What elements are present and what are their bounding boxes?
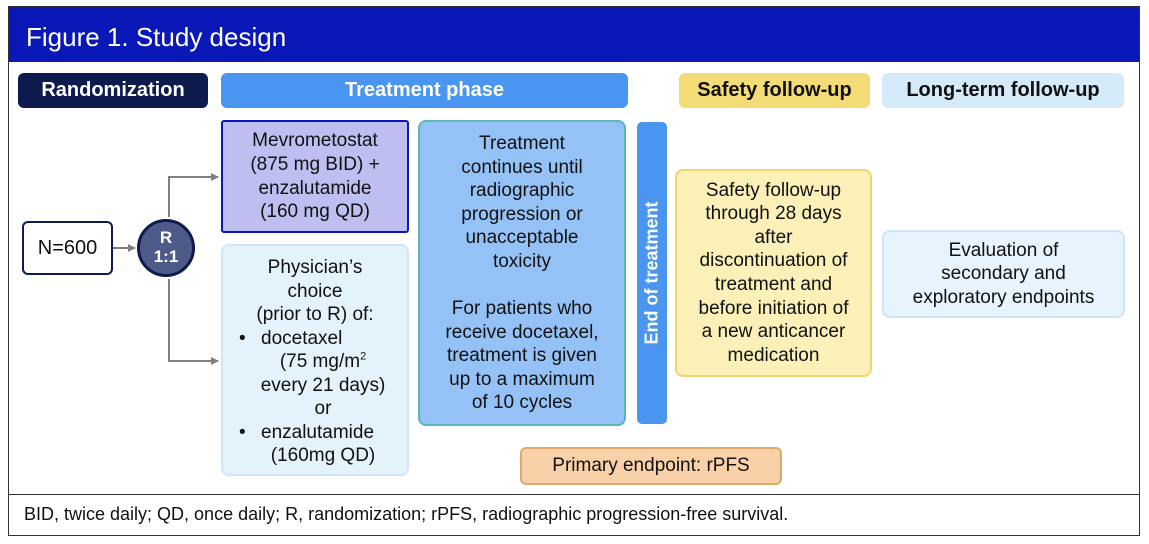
arm2-options-list: • docetaxel (75 mg/m2 every 21 days) or …	[223, 327, 407, 468]
safety-line: discontinuation of	[699, 250, 848, 272]
superscript-two: 2	[360, 350, 367, 363]
header-safety-followup: Safety follow-up	[679, 73, 870, 108]
list-item: • enzalutamide	[239, 421, 407, 445]
arm1-line: (875 mg BID) +	[250, 153, 380, 175]
footnote: BID, twice daily; QD, once daily; R, ran…	[9, 494, 1139, 535]
safety-line: before initiation of	[698, 297, 849, 319]
option-or: or	[314, 398, 332, 420]
end-of-treatment-bar	[637, 122, 667, 424]
treatment-line: continues until	[461, 156, 583, 178]
bullet: •	[239, 421, 246, 443]
treatment-line: unacceptable	[465, 227, 579, 249]
treatment-description-box: Treatment continues until radiographic p…	[418, 120, 626, 426]
safety-line: medication	[727, 344, 820, 366]
option-enzalutamide: enzalutamide	[261, 421, 375, 443]
randomization-ratio: 1:1	[153, 247, 179, 266]
treatment-line: Treatment	[479, 133, 565, 154]
header-randomization: Randomization	[18, 73, 208, 108]
treatment-line: progression or	[461, 203, 583, 225]
safety-line: after	[754, 226, 793, 248]
treatment-line: treatment is given	[447, 345, 597, 367]
randomization-node: R 1:1	[137, 219, 195, 277]
arm1-line: Mevrometostat	[252, 130, 378, 152]
treatment-line: receive docetaxel,	[445, 321, 599, 343]
treatment-line: of 10 cycles	[471, 392, 573, 414]
treatment-line: radiographic	[469, 180, 575, 202]
option-docetaxel-schedule: every 21 days)	[260, 374, 386, 396]
option-docetaxel-dose: (75 mg/m2	[239, 350, 407, 374]
safety-line: treatment and	[714, 274, 833, 295]
arm1-line: enzalutamide	[258, 177, 372, 199]
treatment-line: For patients who	[451, 298, 593, 320]
arm2-line: (prior to R) of:	[256, 304, 374, 326]
long-term-followup-box: Evaluation of secondary and exploratory …	[882, 230, 1125, 318]
arm-mevrometostat-box: Mevrometostat (875 mg BID) + enzalutamid…	[221, 120, 409, 233]
primary-endpoint-label: Primary endpoint: rPFS	[552, 455, 750, 477]
arm2-line: Physician’s	[267, 257, 363, 279]
safety-followup-box: Safety follow-up through 28 days after d…	[675, 169, 872, 377]
figure-title: Figure 1. Study design	[9, 7, 1139, 62]
end-of-treatment-label: End of treatment	[641, 201, 662, 345]
randomization-letter: R	[159, 228, 173, 248]
enrollment-box: N=600	[22, 221, 113, 275]
safety-line: through 28 days	[705, 203, 842, 225]
arm2-line: choice	[287, 280, 343, 302]
safety-line: Safety follow-up	[705, 179, 842, 201]
arm1-line: (160 mg QD)	[260, 201, 370, 223]
arrow-r-to-arm1	[168, 173, 219, 217]
flow-arrows	[113, 173, 219, 365]
header-long-term-followup: Long-term follow-up	[882, 73, 1124, 108]
long-term-line: Evaluation of	[948, 239, 1059, 261]
arm-physicians-choice-box: Physician’s choice (prior to R) of: • do…	[221, 244, 409, 476]
option-enzalutamide-dose: (160mg QD)	[270, 445, 376, 467]
list-item: • docetaxel	[239, 327, 407, 351]
header-treatment-phase: Treatment phase	[221, 73, 628, 108]
treatment-line: up to a maximum	[449, 368, 595, 390]
long-term-line: exploratory endpoints	[912, 286, 1095, 308]
treatment-line: toxicity	[492, 250, 552, 272]
safety-line: a new anticancer	[701, 321, 846, 343]
bullet: •	[239, 327, 246, 349]
option-docetaxel: docetaxel	[261, 327, 343, 349]
study-design-figure: Figure 1. Study design Randomization Tre…	[8, 6, 1140, 536]
long-term-line: secondary and	[941, 263, 1066, 285]
primary-endpoint-box: Primary endpoint: rPFS	[520, 447, 782, 485]
arrow-r-to-arm2	[168, 279, 219, 365]
docetaxel-dose-text: (75 mg/m	[279, 351, 361, 373]
enrollment-label: N=600	[37, 236, 98, 259]
